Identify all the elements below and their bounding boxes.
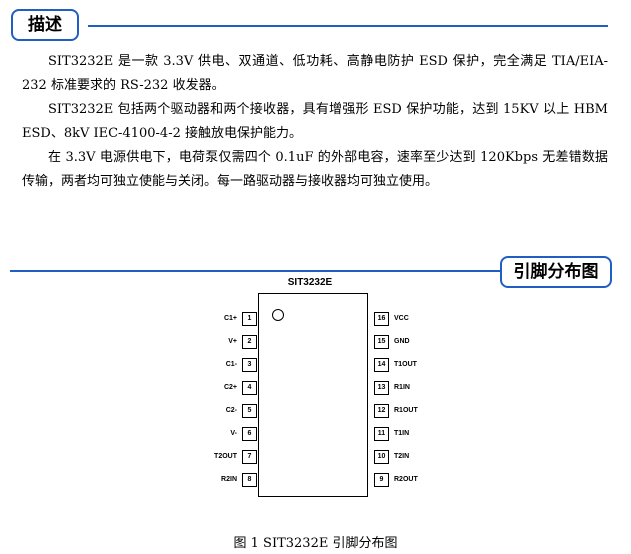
figure-caption: 图 1 SIT3232E 引脚分布图 — [233, 536, 398, 551]
pin-number-7: 7 — [242, 450, 257, 464]
pin-label-9: R2OUT — [394, 476, 418, 483]
description-paragraph-3: 在 3.3V 电源供电下，电荷泵仅需四个 0.1uF 的外部电容，速率至少达到 … — [22, 150, 608, 189]
pin-label-14: T1OUT — [394, 361, 417, 368]
pin-number-15: 15 — [374, 335, 389, 349]
pin-label-12: R1OUT — [394, 407, 418, 414]
pin-label-10: T2IN — [394, 453, 410, 460]
pin-number-13: 13 — [374, 381, 389, 395]
pin-label-15: GND — [394, 338, 410, 345]
pin-label-8: R2IN — [221, 476, 237, 483]
pin-number-3: 3 — [242, 358, 257, 372]
pin-label-13: R1IN — [394, 384, 410, 391]
pinout-heading: 引脚分布图 — [500, 256, 612, 288]
pin-label-3: C1- — [225, 361, 237, 368]
pin-number-1: 1 — [242, 312, 257, 326]
pin-number-16: 16 — [374, 312, 389, 326]
pin-label-6: V- — [230, 430, 237, 437]
pin1-marker-icon — [272, 309, 284, 321]
pin-number-10: 10 — [374, 450, 389, 464]
pin-label-1: C1+ — [223, 315, 237, 322]
pinout-rule — [10, 270, 500, 272]
pin-number-2: 2 — [242, 335, 257, 349]
description-heading: 描述 — [11, 9, 79, 41]
pin-number-12: 12 — [374, 404, 389, 418]
pin-label-5: C2- — [225, 407, 237, 414]
pin-number-6: 6 — [242, 427, 257, 441]
pin-number-4: 4 — [242, 381, 257, 395]
description-rule — [88, 25, 608, 27]
pin-label-2: V+ — [228, 338, 237, 345]
pin-label-4: C2+ — [223, 384, 237, 391]
pin-number-9: 9 — [374, 473, 389, 487]
description-paragraph-2: SIT3232E 包括两个驱动器和两个接收器，具有增强形 ESD 保护功能，达到… — [22, 102, 608, 141]
pin-label-11: T1IN — [394, 430, 410, 437]
chip-name: SIT3232E — [287, 277, 333, 288]
pin-label-16: VCC — [394, 315, 409, 322]
pin-number-8: 8 — [242, 473, 257, 487]
pin-label-7: T2OUT — [214, 453, 237, 460]
chip-body — [258, 293, 368, 497]
pin-number-14: 14 — [374, 358, 389, 372]
pin-number-11: 11 — [374, 427, 389, 441]
pin-number-5: 5 — [242, 404, 257, 418]
description-paragraph-1: SIT3232E 是一款 3.3V 供电、双通道、低功耗、高静电防护 ESD 保… — [22, 54, 608, 93]
